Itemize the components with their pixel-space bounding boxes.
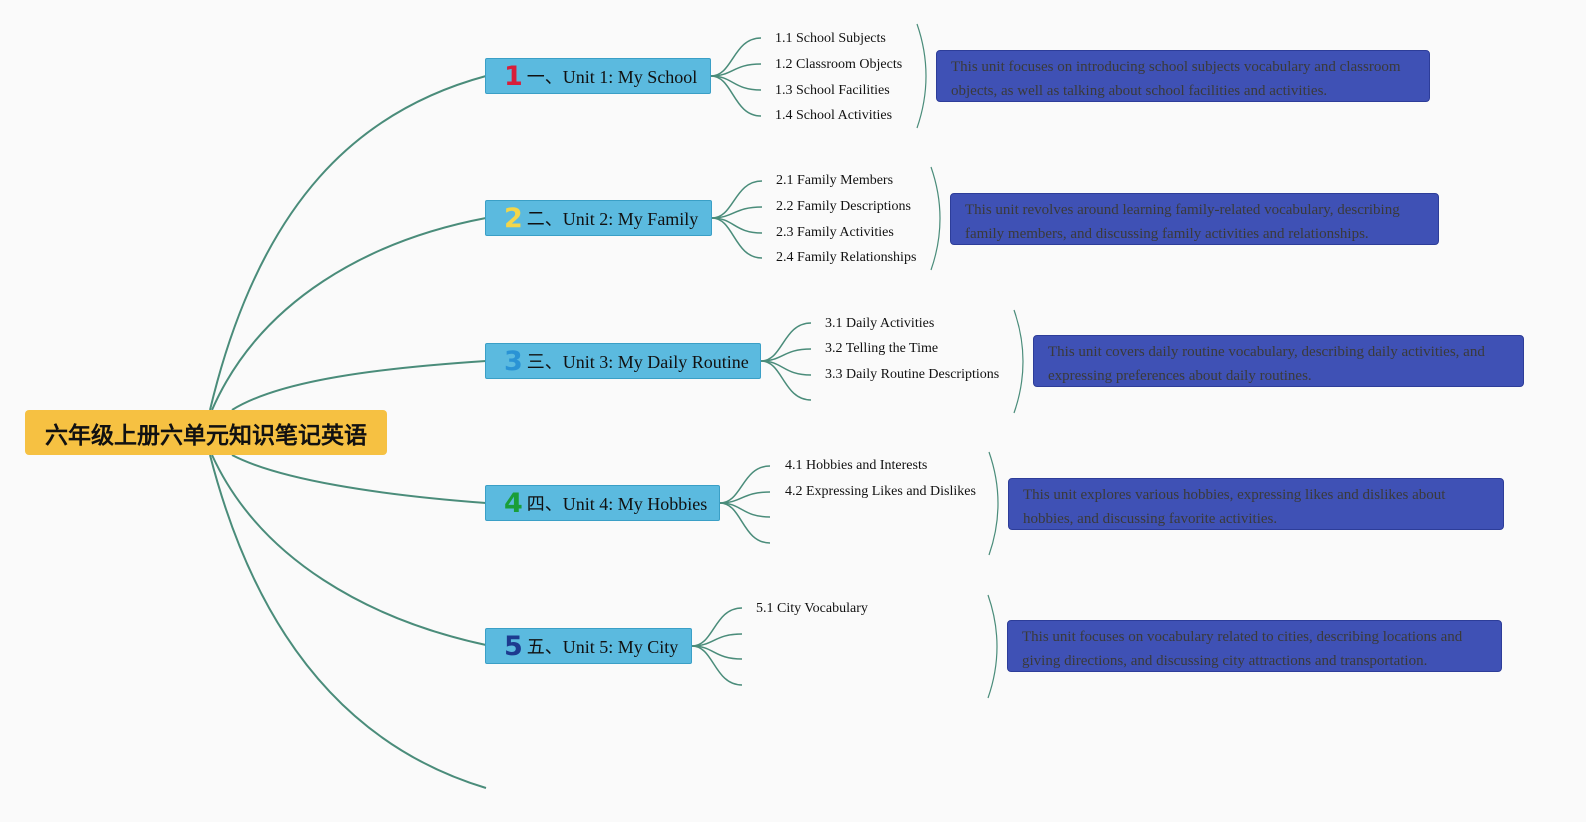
unit-4-summary[interactable]: This unit explores various hobbies, expr… bbox=[1008, 478, 1504, 530]
unit-2-label: 二、Unit 2: My Family bbox=[526, 209, 699, 229]
unit-3-label: 三、Unit 3: My Daily Routine bbox=[526, 352, 749, 372]
unit-5-summary-text: This unit focuses on vocabulary related … bbox=[1022, 629, 1463, 669]
unit-4-summary-text: This unit explores various hobbies, expr… bbox=[1023, 487, 1446, 527]
root-to-unit-3-connector bbox=[231, 360, 487, 411]
subtopic-3-3[interactable]: 3.3 Daily Routine Descriptions bbox=[825, 367, 1000, 382]
unit-5-topic[interactable]: 5 五、Unit 5: My City bbox=[485, 628, 692, 664]
unit-5-subtopic-4-connector bbox=[691, 645, 743, 686]
unit-1-summary[interactable]: This unit focuses on introducing school … bbox=[936, 50, 1430, 102]
subtopic-4-1[interactable]: 4.1 Hobbies and Interests bbox=[785, 458, 928, 473]
subtopic-1-1[interactable]: 1.1 School Subjects bbox=[775, 31, 886, 46]
unit-4-label: 四、Unit 4: My Hobbies bbox=[526, 494, 708, 514]
unit-3-subtopic-1-connector bbox=[760, 322, 812, 362]
subtopic-2-2[interactable]: 2.2 Family Descriptions bbox=[776, 199, 911, 214]
root-to-unit-4-connector bbox=[231, 454, 487, 504]
unit-2-topic[interactable]: 2 二、Unit 2: My Family bbox=[485, 200, 712, 236]
unit-3-summary-text: This unit covers daily routine vocabular… bbox=[1048, 344, 1485, 384]
unit-1-summary-bracket bbox=[916, 23, 927, 129]
number-4-badge: 4 bbox=[504, 487, 523, 519]
unit-1-topic[interactable]: 1 一、Unit 1: My School bbox=[485, 58, 711, 94]
unit-1-summary-text: This unit focuses on introducing school … bbox=[951, 59, 1401, 99]
subtopic-3-1[interactable]: 3.1 Daily Activities bbox=[825, 316, 935, 331]
unit-3-topic[interactable]: 3 三、Unit 3: My Daily Routine bbox=[485, 343, 761, 379]
unit-5-subtopic-1-connector bbox=[691, 607, 743, 647]
unit-5-label: 五、Unit 5: My City bbox=[526, 637, 679, 657]
root-to-unit-1-connector bbox=[209, 75, 487, 411]
number-3-badge: 3 bbox=[504, 345, 523, 377]
number-5-badge: 5 bbox=[504, 630, 523, 662]
number-2-badge: 2 bbox=[504, 202, 523, 234]
unit-3-subtopic-4-connector bbox=[760, 360, 812, 401]
unit-2-subtopic-1-connector bbox=[711, 180, 763, 219]
subtopic-3-2[interactable]: 3.2 Telling the Time bbox=[825, 341, 939, 356]
subtopic-2-4[interactable]: 2.4 Family Relationships bbox=[776, 250, 917, 265]
root-to-unit-5-connector bbox=[211, 454, 487, 646]
number-1-badge: 1 bbox=[504, 60, 523, 92]
unit-4-topic[interactable]: 4 四、Unit 4: My Hobbies bbox=[485, 485, 720, 521]
subtopic-4-2[interactable]: 4.2 Expressing Likes and Dislikes bbox=[785, 484, 976, 499]
unit-2-subtopic-4-connector bbox=[711, 217, 763, 259]
unit-3-summary-bracket bbox=[1013, 309, 1024, 414]
subtopic-1-4[interactable]: 1.4 School Activities bbox=[775, 108, 893, 123]
root-to-empty-branch-connector bbox=[209, 454, 487, 789]
unit-1-subtopic-1-connector bbox=[710, 37, 762, 77]
root-topic[interactable]: 六年级上册六单元知识笔记英语 bbox=[25, 410, 387, 455]
subtopic-2-1[interactable]: 2.1 Family Members bbox=[776, 173, 894, 188]
unit-2-summary-bracket bbox=[930, 166, 941, 271]
subtopic-1-2[interactable]: 1.2 Classroom Objects bbox=[775, 57, 903, 72]
unit-2-summary[interactable]: This unit revolves around learning famil… bbox=[950, 193, 1439, 245]
unit-4-subtopic-4-connector bbox=[719, 502, 771, 544]
unit-3-summary[interactable]: This unit covers daily routine vocabular… bbox=[1033, 335, 1524, 387]
subtopic-1-3[interactable]: 1.3 School Facilities bbox=[775, 83, 890, 98]
subtopic-5-1[interactable]: 5.1 City Vocabulary bbox=[756, 601, 868, 616]
unit-4-summary-bracket bbox=[988, 451, 999, 556]
root-title: 六年级上册六单元知识笔记英语 bbox=[45, 422, 367, 449]
unit-4-subtopic-1-connector bbox=[719, 465, 771, 504]
unit-1-subtopic-4-connector bbox=[710, 75, 762, 117]
unit-2-summary-text: This unit revolves around learning famil… bbox=[965, 202, 1400, 242]
root-to-unit-2-connector bbox=[211, 217, 487, 411]
unit-5-summary[interactable]: This unit focuses on vocabulary related … bbox=[1007, 620, 1502, 672]
unit-5-summary-bracket bbox=[987, 594, 998, 699]
unit-1-label: 一、Unit 1: My School bbox=[526, 67, 698, 87]
subtopic-2-3[interactable]: 2.3 Family Activities bbox=[776, 225, 894, 240]
